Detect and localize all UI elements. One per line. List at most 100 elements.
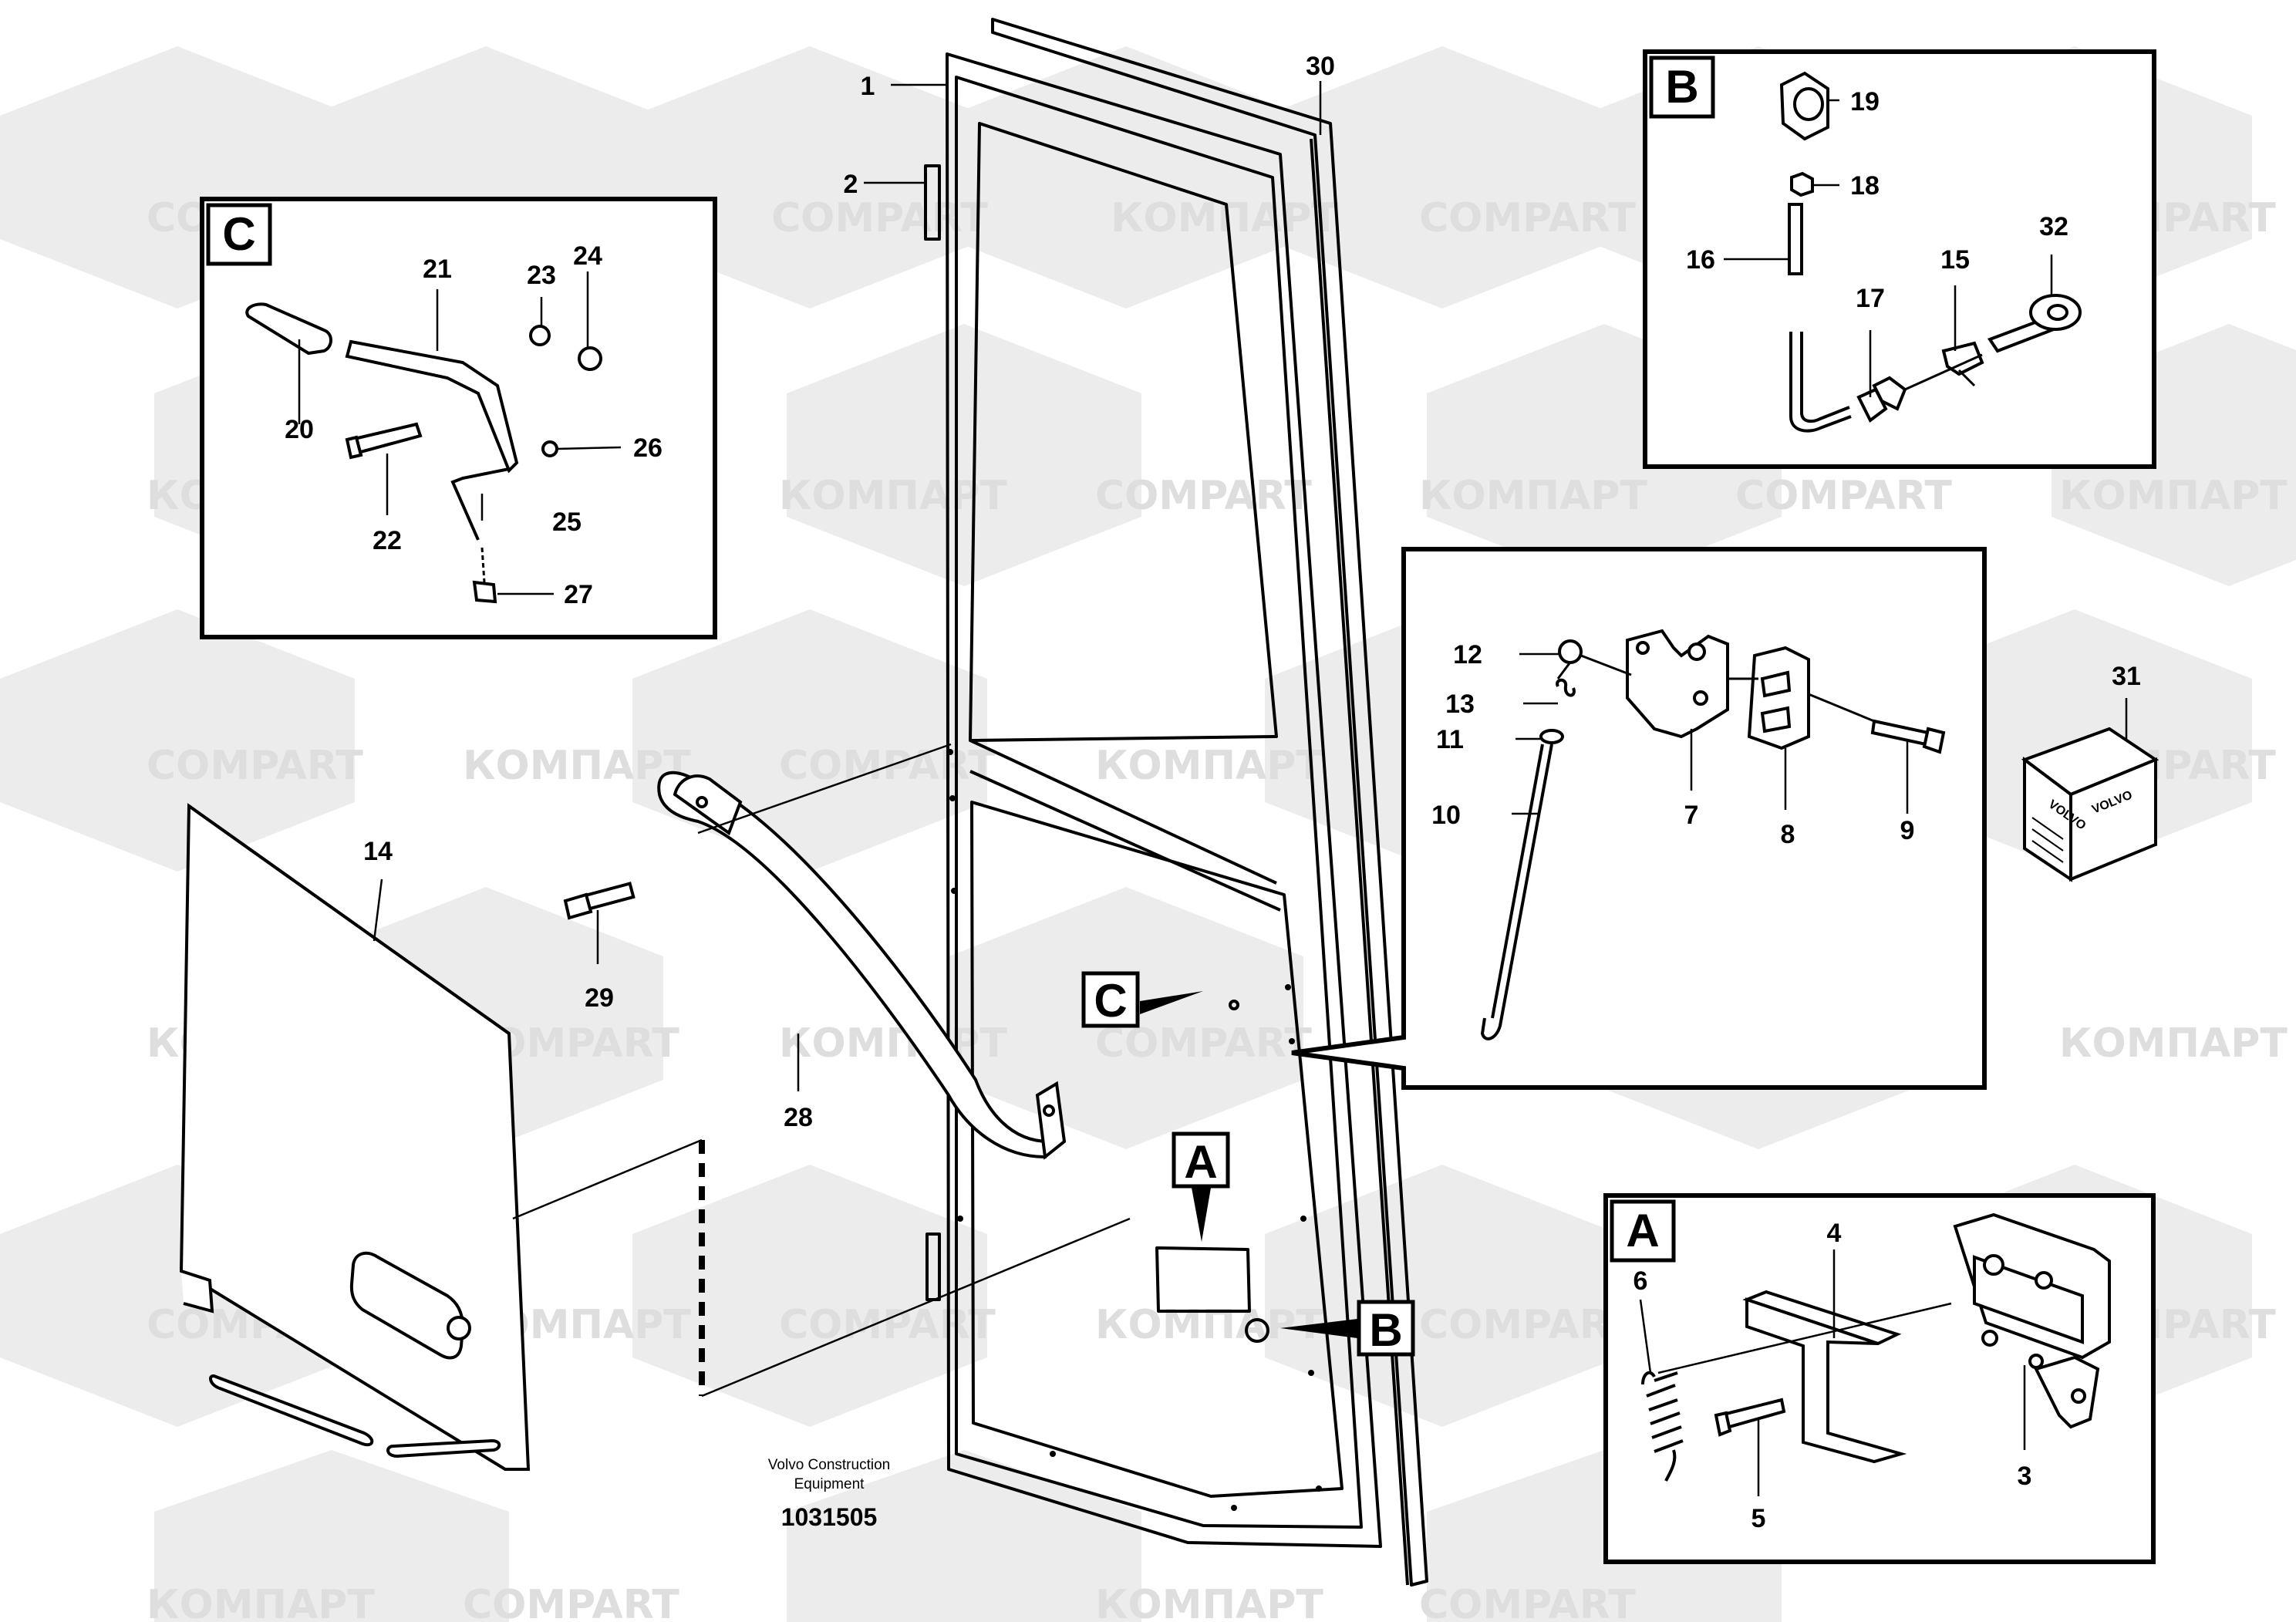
parts-kit: VOLVO VOLVO: [2021, 727, 2159, 882]
detail-latch-box: [1291, 547, 1987, 1090]
watermark-text: COMPART: [1735, 473, 1952, 519]
door-frame-inner-edge: [955, 76, 1363, 1529]
watermark-text: КОМПАРТ: [1095, 743, 1323, 789]
watermark-text: КОМПАРТ: [147, 1582, 375, 1622]
detail-label-c-main: C: [1094, 975, 1127, 1027]
callout-b-main: B: [1280, 1300, 1415, 1357]
callout-24: 24: [573, 241, 602, 271]
detail-a-parts: [1641, 1212, 2111, 1482]
watermark-text: КОМПАРТ: [1095, 1582, 1323, 1622]
callout-4: 4: [1827, 1219, 1842, 1248]
watermark-text: COMPART: [1419, 1302, 1636, 1348]
callout-16: 16: [1686, 245, 1715, 275]
lock-hole: [1245, 1318, 1269, 1343]
watermark-text: КОМПАРТ: [779, 1020, 1007, 1067]
watermark-text: КОМПАРТ: [1419, 473, 1647, 519]
callout-3: 3: [2018, 1462, 2032, 1491]
kit-label-lines: [2031, 817, 2064, 863]
watermark-text: COMPART: [1419, 1582, 1636, 1622]
watermark-text: COMPART: [771, 195, 988, 241]
drawing-footer: Volvo Construction Equipment 1031505: [768, 1457, 890, 1531]
callout-18: 18: [1850, 171, 1880, 201]
door-seal: [991, 18, 1428, 1587]
footer-maker-line2: Equipment: [794, 1476, 865, 1492]
callout-23: 23: [527, 261, 556, 290]
callout-9: 9: [1900, 816, 1915, 845]
callout-15: 15: [1940, 245, 1970, 275]
callout-10: 10: [1431, 801, 1461, 830]
detail-label-c-box: C: [222, 208, 255, 260]
leader-rod-clip: [480, 547, 486, 583]
watermark-text: КОМПАРТ: [463, 743, 691, 789]
leader-latch-bolt: [1808, 693, 1875, 723]
callout-20: 20: [285, 415, 314, 444]
door-frame: [946, 52, 1382, 1548]
detail-label-b-box: B: [1665, 61, 1698, 113]
hinge-upper: [924, 164, 941, 241]
callout-17: 17: [1856, 284, 1885, 313]
grab-handle: [657, 771, 1067, 1160]
footer-maker-line1: Volvo Construction: [768, 1457, 890, 1473]
lock-plate: [1155, 1246, 1251, 1313]
watermark-text: COMPART: [147, 743, 363, 789]
callout-11: 11: [1436, 725, 1464, 754]
callout-c-main: C: [1081, 971, 1203, 1028]
leader-latch-rod: [1580, 654, 1632, 676]
detail-c-box: C: [200, 197, 717, 639]
leader-b-assembly: [1904, 353, 1983, 391]
leader-panel: [512, 1138, 703, 1220]
detail-label-a-box: A: [1626, 1205, 1659, 1256]
watermark-text: COMPART: [463, 1582, 679, 1622]
detail-c-parts: [245, 302, 602, 604]
leader-latch-clip: [1556, 663, 1571, 679]
footer-drawing-number: 1031505: [781, 1503, 878, 1531]
callout-32: 32: [2039, 212, 2068, 241]
detail-a-box: A: [1603, 1193, 2156, 1564]
callout-12: 12: [1453, 640, 1482, 669]
watermark-text: КОМПАРТ: [1111, 195, 1339, 241]
detail-b-parts: [1779, 71, 2082, 433]
leader-handle-hole: [697, 743, 952, 835]
detail-label-a-main: A: [1184, 1136, 1217, 1188]
watermark-text: КОМПАРТ: [779, 473, 1007, 519]
watermark-text: COMPART: [1095, 473, 1312, 519]
watermark-text: COMPART: [779, 1302, 996, 1348]
callout-13: 13: [1445, 690, 1475, 719]
callout-31: 31: [2112, 662, 2141, 691]
leader-6: [1639, 1299, 1652, 1374]
leader-a-spring: [1657, 1302, 1952, 1374]
callout-28: 28: [784, 1103, 813, 1132]
callout-29: 29: [585, 983, 614, 1013]
watermark-text: КОМПАРТ: [1095, 1302, 1323, 1348]
latch-parts: [1480, 629, 1946, 1040]
door-lower-opening: [970, 801, 1344, 1498]
handle-hole: [1229, 1000, 1239, 1010]
leader-b-clip: [1957, 369, 1976, 387]
detail-label-b-main: B: [1369, 1304, 1402, 1356]
door-window: [969, 122, 1278, 742]
watermark-text: КОМПАРТ: [2059, 473, 2288, 519]
leader-14: [373, 878, 383, 942]
callout-2: 2: [844, 170, 858, 199]
watermark-text: COMPART: [1095, 1020, 1312, 1067]
callout-26: 26: [633, 433, 663, 463]
callout-8: 8: [1781, 820, 1795, 849]
callout-22: 22: [373, 526, 402, 555]
callout-14: 14: [363, 837, 393, 866]
watermark-text: КОМПАРТ: [2059, 1020, 2288, 1067]
leader-lines: [298, 81, 2128, 1496]
trim-panel: [179, 803, 531, 1471]
detail-b-box: B: [1643, 49, 2156, 469]
leader-26: [556, 446, 622, 450]
door-cross-rail: [969, 739, 1281, 912]
callout-21: 21: [423, 255, 452, 284]
callout-27: 27: [564, 580, 593, 609]
callout-30: 30: [1306, 52, 1335, 81]
callout-25: 25: [552, 508, 582, 537]
part-number-callouts: 1 2 30 14 29 28 20 21 22 23 24 25 26 27 …: [285, 52, 2141, 1533]
callout-5: 5: [1752, 1504, 1766, 1533]
watermark-text: COMPART: [1419, 195, 1636, 241]
bolt-29: [563, 882, 636, 920]
callout-6: 6: [1633, 1266, 1648, 1296]
